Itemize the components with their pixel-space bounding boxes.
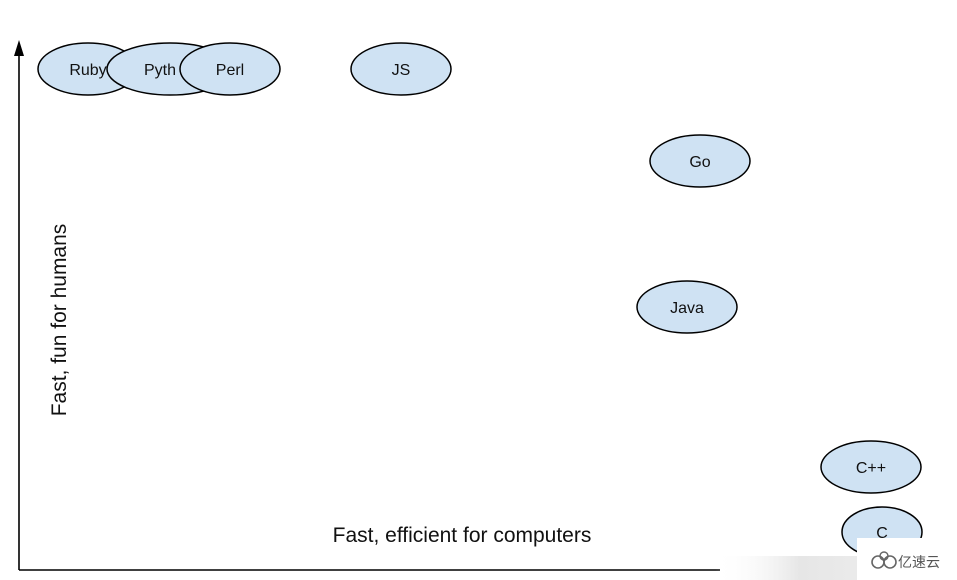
y-axis-label: Fast, fun for humans (48, 224, 71, 417)
bubble-cpp: C++ (820, 440, 922, 494)
bubble-perl-shape (179, 42, 281, 96)
cloud-logo-icon (871, 551, 897, 569)
y-axis-arrowhead (14, 40, 24, 56)
bubble-java-shape (636, 280, 738, 334)
bubble-cpp-label: C++ (856, 460, 886, 477)
watermark: 亿速云 (715, 538, 957, 580)
x-axis-label: Fast, efficient for computers (333, 524, 592, 547)
bubble-go: Go (649, 134, 751, 188)
bubble-js-label: JS (392, 62, 411, 79)
bubble-perl: Perl (179, 42, 281, 96)
watermark-text: 亿速云 (898, 555, 940, 571)
bubble-perl-label: Perl (216, 62, 244, 79)
bubble-java-label: Java (670, 300, 704, 317)
bubble-ruby: Ruby (37, 42, 139, 96)
bubble-java: Java (636, 280, 738, 334)
bubble-python-label: Pyth (144, 62, 176, 79)
bubble-js-shape (350, 42, 452, 96)
bubble-cpp-shape (820, 440, 922, 494)
bubble-ruby-label: Ruby (69, 62, 106, 79)
bubble-go-label: Go (689, 154, 710, 171)
bubble-js: JS (350, 42, 452, 96)
bubble-c-label: C (876, 525, 888, 542)
bubble-go-shape (649, 134, 751, 188)
